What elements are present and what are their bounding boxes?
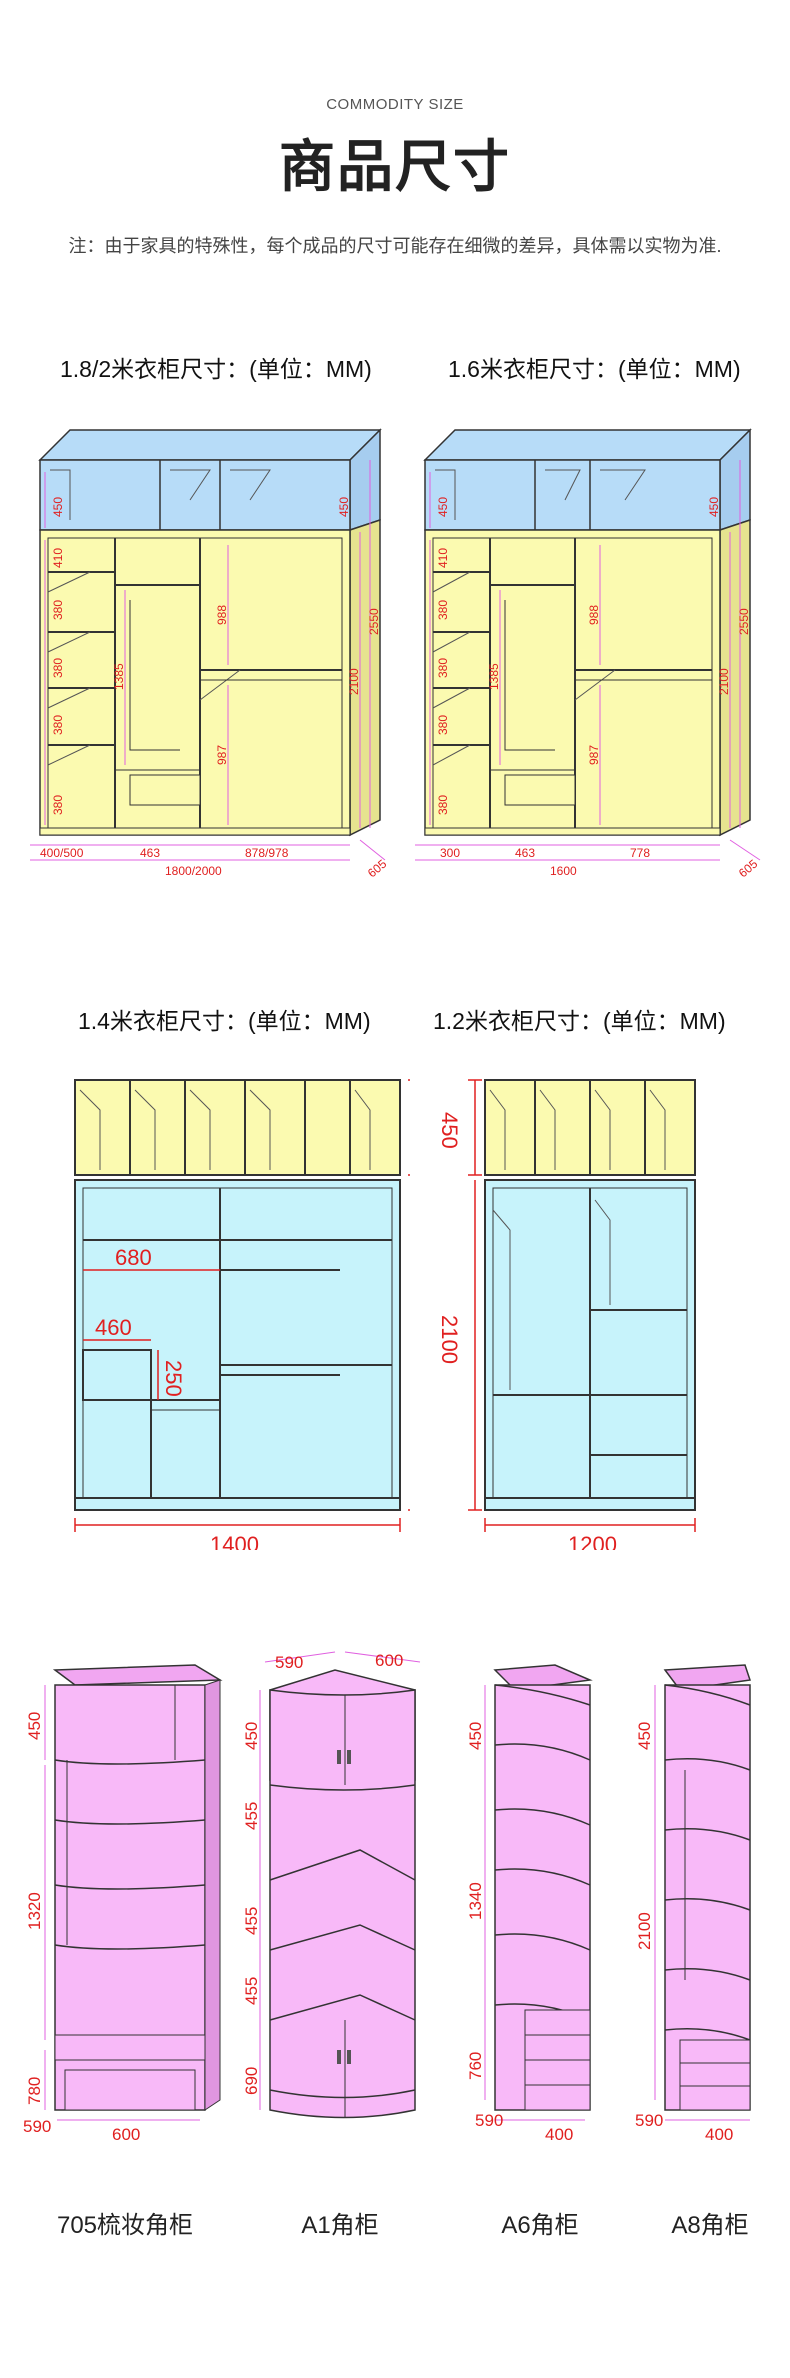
- dim-top-h: 450: [437, 1112, 462, 1149]
- dim-mid: 1385: [487, 663, 501, 690]
- dim-h2: 1320: [25, 1892, 44, 1930]
- dim-lower-right: 987: [587, 745, 601, 765]
- dim-w-total: 1400: [210, 1532, 259, 1550]
- corner-705-label: 705梳妆角柜: [56, 2212, 194, 2239]
- dim-w-total: 1600: [550, 864, 577, 878]
- dim-depth: 605: [736, 856, 761, 880]
- dim-w-right: 878/978: [245, 846, 289, 860]
- wardrobe-12-title: 1.2米衣柜尺寸：(单位：MM): [433, 1008, 726, 1034]
- dim-rail-w: 680: [115, 1245, 152, 1270]
- dim-h3: 780: [25, 2077, 44, 2105]
- dim-d1: 590: [275, 1653, 303, 1672]
- dim-w-mid: 463: [515, 846, 535, 860]
- wardrobe-14-title: 1.4米衣柜尺寸：(单位：MM): [78, 1008, 371, 1034]
- dim-total-h: 2550: [367, 608, 381, 635]
- dim-d2: 600: [375, 1651, 403, 1670]
- dim-mid: 1385: [112, 663, 126, 690]
- corner-a8-label: A8角柜: [671, 2212, 749, 2239]
- dim-drawer-w: 460: [95, 1315, 132, 1340]
- dim-shelf1: 410: [51, 548, 65, 568]
- dim-w-right: 778: [630, 846, 650, 860]
- dim-width: 400: [545, 2125, 573, 2144]
- dim-shelf4: 380: [51, 715, 65, 735]
- wardrobe-16-title: 1.6米衣柜尺寸：(单位：MM): [448, 356, 741, 382]
- dim-h1: 450: [466, 1722, 485, 1750]
- dim-w-total: 1200: [568, 1532, 617, 1550]
- dim-body-h: 2100: [347, 668, 361, 695]
- dim-shelf5: 380: [51, 795, 65, 815]
- corner-a8-diagram: 450 2100 590 400: [635, 1664, 751, 2144]
- dim-body-h: 2100: [437, 1315, 462, 1364]
- wardrobe-12-diagram: 450 2100 1200: [437, 1079, 696, 1550]
- dim-h1: 450: [25, 1712, 44, 1740]
- dim-shelf2: 380: [51, 600, 65, 620]
- size-note: 注：由于家具的特殊性，每个成品的尺寸可能存在细微的差异，具体需以实物为准.: [68, 236, 722, 256]
- dim-top-h-right: 450: [707, 497, 721, 517]
- corner-705-diagram: 450 1320 780 590 600: [23, 1664, 223, 2144]
- dim-h1: 450: [245, 1722, 261, 1750]
- dim-w-mid: 463: [140, 846, 160, 860]
- dim-h3: 760: [466, 2052, 485, 2080]
- dim-shelf2: 380: [436, 600, 450, 620]
- dim-w-total: 1800/2000: [165, 864, 222, 878]
- corner-a1-label: A1角柜: [301, 2212, 379, 2239]
- wardrobe-18-diagram: 450 450 410 380 380 380 380 1385 988 987…: [30, 428, 390, 880]
- dim-top-h: 450: [51, 497, 65, 517]
- cabinet-body: [269, 1689, 416, 2119]
- page-title: 商品尺寸: [279, 135, 511, 198]
- dim-depth: 590: [475, 2111, 503, 2130]
- dim-top-h-right: 450: [337, 497, 351, 517]
- dim-width: 400: [705, 2125, 733, 2144]
- top-cabinet: [424, 459, 721, 531]
- dim-upper-right: 988: [587, 605, 601, 625]
- dim-h2: 1340: [466, 1882, 485, 1920]
- dim-w-left: 300: [440, 846, 460, 860]
- top-cabinet-roof: [38, 429, 382, 461]
- dim-h1: 450: [635, 1722, 654, 1750]
- dim-h4: 455: [245, 1977, 261, 2005]
- dim-top-h: 450: [436, 497, 450, 517]
- dim-shelf3: 380: [436, 658, 450, 678]
- wardrobe-body: [74, 1179, 401, 1511]
- corner-a6-label: A6角柜: [501, 2212, 579, 2239]
- wardrobe-14-diagram: 450 2100 680 460 250 1400: [74, 1079, 410, 1550]
- dim-width: 600: [112, 2125, 140, 2144]
- dim-w-left: 400/500: [40, 846, 84, 860]
- dim-h5: 690: [245, 2067, 261, 2095]
- dim-shelf5: 380: [436, 795, 450, 815]
- cabinet-body: [664, 1684, 751, 2111]
- dim-depth: 605: [365, 856, 390, 880]
- wardrobe-18-title: 1.8/2米衣柜尺寸：(单位：MM): [60, 356, 372, 382]
- dim-shelf3: 380: [51, 658, 65, 678]
- dim-shelf1: 410: [436, 548, 450, 568]
- header-subtitle: COMMODITY SIZE: [326, 96, 464, 113]
- corner-a6-diagram: 450 1340 760 590 400: [466, 1664, 593, 2144]
- wardrobe-16-diagram: 450 450 410 380 380 380 380 1385 988 987…: [415, 428, 761, 880]
- dim-depth: 590: [635, 2111, 663, 2130]
- dim-h3: 455: [245, 1907, 261, 1935]
- top-cabinet: [74, 1079, 401, 1176]
- dim-upper-right: 988: [215, 605, 229, 625]
- dim-shelf4: 380: [436, 715, 450, 735]
- dim-drawer-h: 250: [161, 1360, 186, 1397]
- dim-body-h: 2100: [717, 668, 731, 695]
- dim-depth: 590: [23, 2117, 51, 2136]
- dim-lower-right: 987: [215, 745, 229, 765]
- dim-h2: 2100: [635, 1912, 654, 1950]
- corner-a1-diagram: 590 600 450 455 455 455 690: [245, 1651, 421, 2119]
- dim-total-h: 2550: [737, 608, 751, 635]
- top-cabinet: [39, 459, 351, 531]
- dim-h2: 455: [245, 1802, 261, 1830]
